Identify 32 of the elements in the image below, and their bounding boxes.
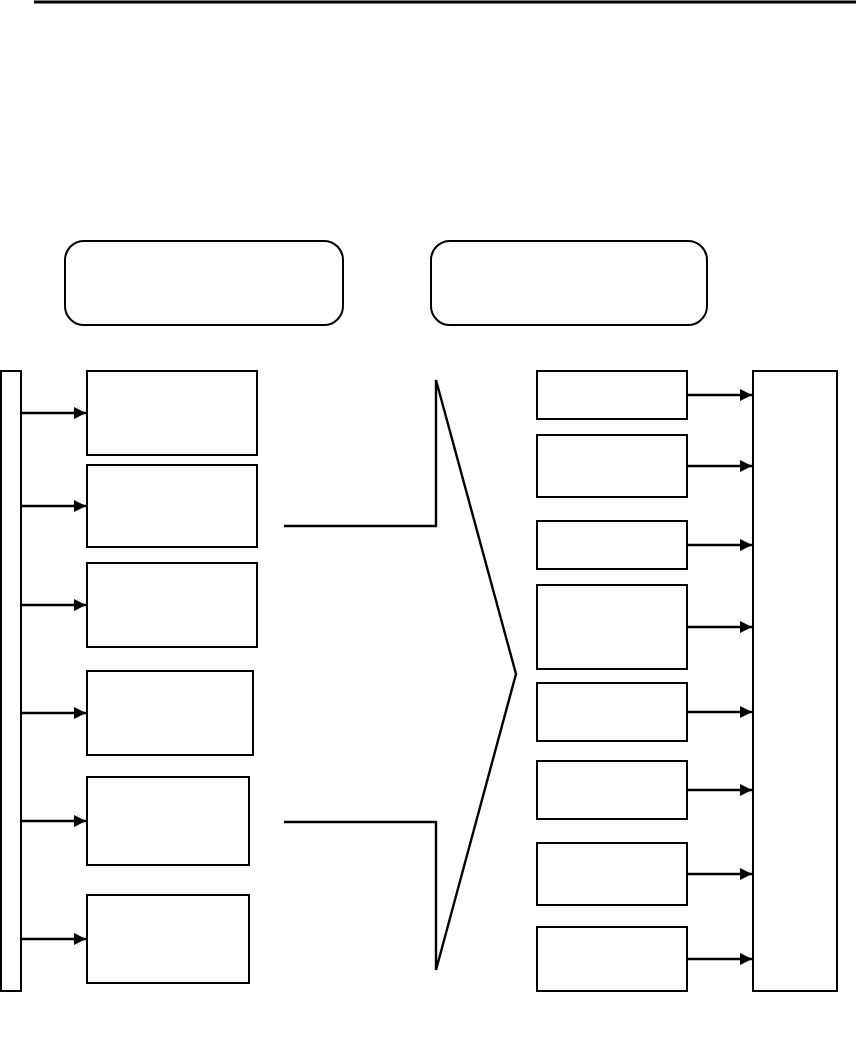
process-box xyxy=(536,520,688,570)
arrow xyxy=(22,815,86,827)
arrow xyxy=(688,621,752,633)
process-box xyxy=(536,370,688,420)
process-box xyxy=(86,670,254,756)
arrow xyxy=(688,460,752,472)
process-box xyxy=(86,370,258,456)
process-box xyxy=(536,760,688,820)
rounded-box xyxy=(64,240,344,326)
arrow xyxy=(688,953,752,965)
arrow xyxy=(688,539,752,551)
rounded-box xyxy=(430,240,708,326)
arrow xyxy=(688,389,752,401)
process-box xyxy=(536,434,688,498)
arrow xyxy=(22,599,86,611)
arrow xyxy=(22,407,86,419)
process-box xyxy=(752,370,838,992)
arrow xyxy=(22,500,86,512)
process-box xyxy=(86,464,258,548)
arrow xyxy=(688,706,752,718)
process-box xyxy=(0,370,22,992)
process-box xyxy=(536,584,688,670)
arrow xyxy=(22,707,86,719)
process-box xyxy=(536,926,688,992)
process-box xyxy=(536,682,688,742)
process-box xyxy=(86,776,250,866)
arrow xyxy=(688,868,752,880)
process-box xyxy=(86,562,258,648)
process-box xyxy=(86,894,250,984)
arrow xyxy=(22,933,86,945)
arrow xyxy=(688,784,752,796)
process-box xyxy=(536,842,688,906)
